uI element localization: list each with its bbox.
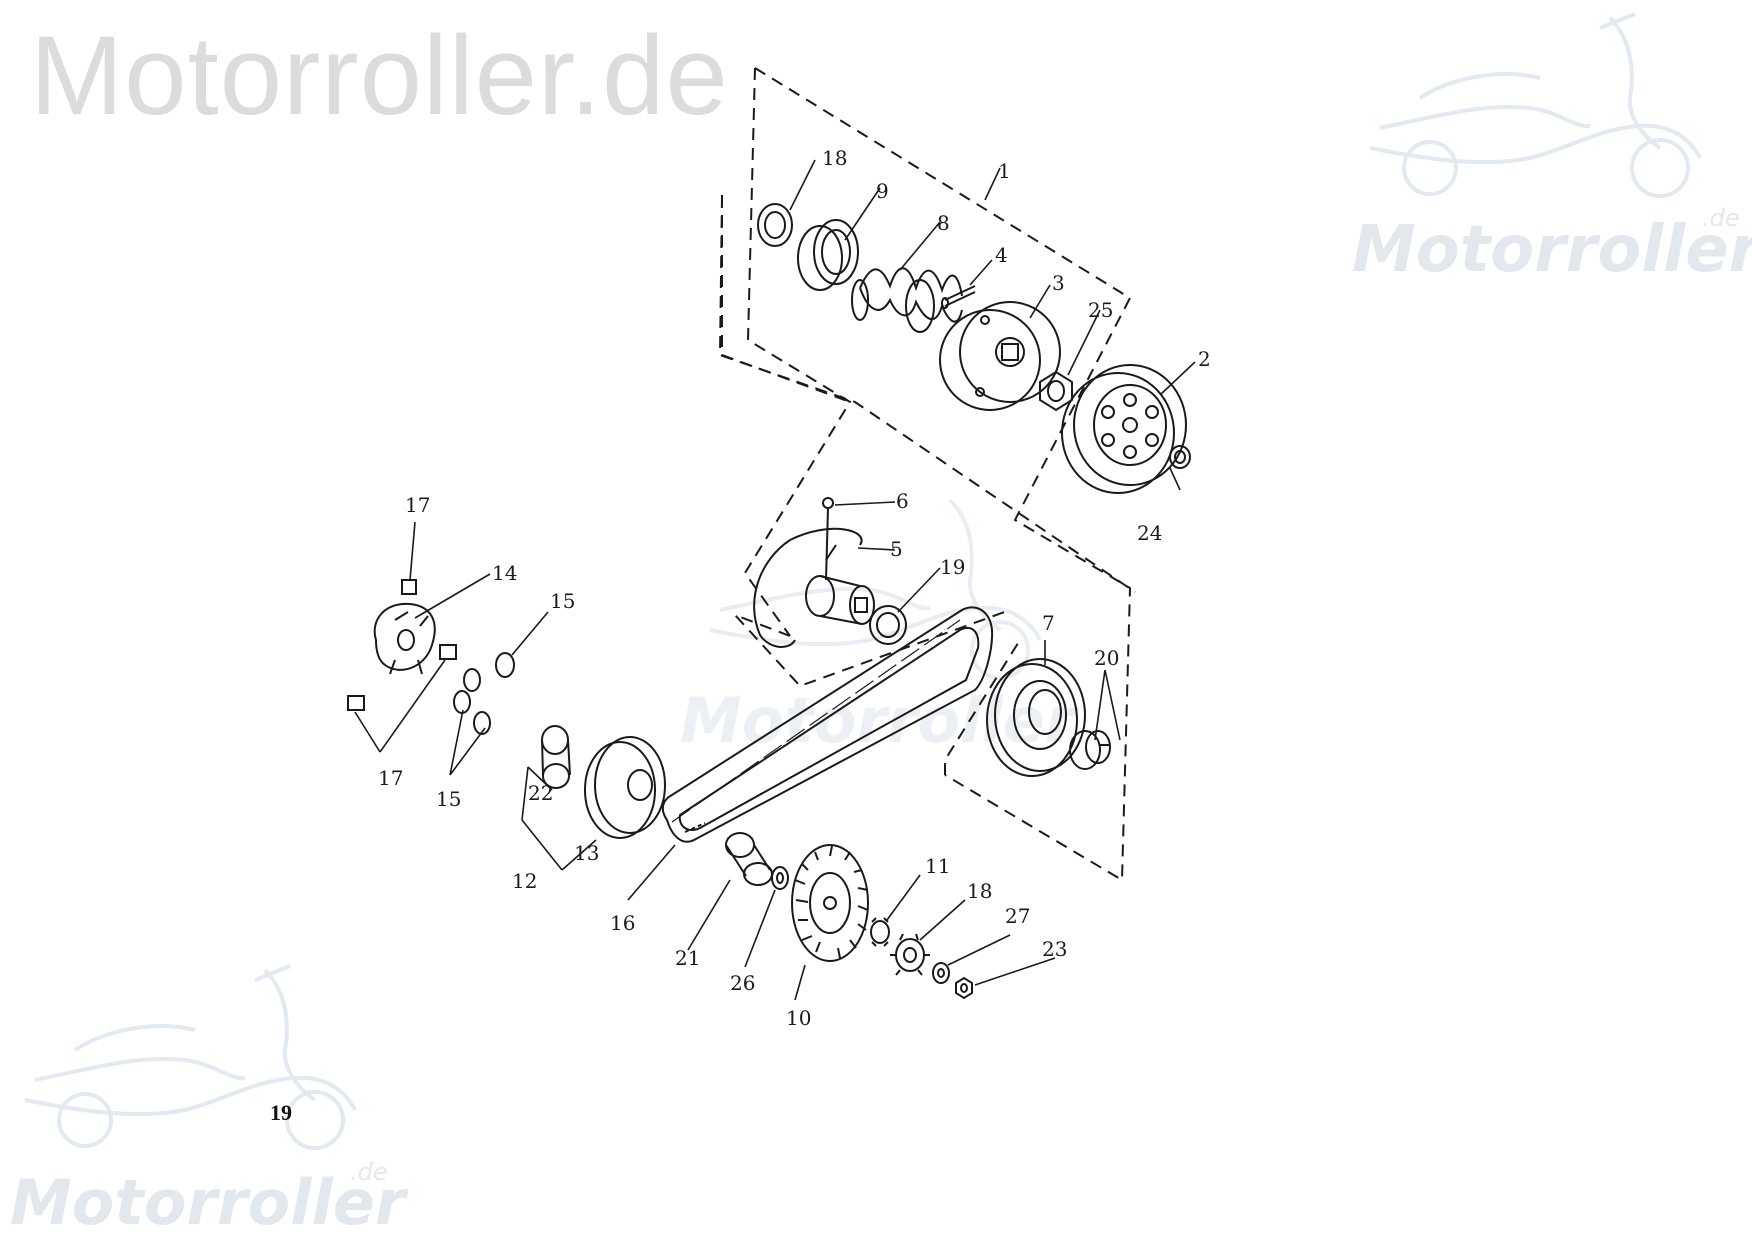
label-15-top: 15 [550,589,575,613]
part-nut-small [1169,445,1191,469]
label-26: 26 [730,971,755,995]
label-2: 2 [1198,347,1211,371]
part-nut-23 [955,976,973,1000]
label-4: 4 [995,243,1008,267]
label-15-bottom: 15 [436,787,461,811]
part-ramp-plate [373,602,436,675]
watermark-logo-text-top-right: Motorroller [1352,213,1752,287]
leader-lines [354,159,1196,1001]
watermark-text: Motorroller.de [30,13,729,138]
label-12: 12 [512,869,537,893]
label-19-callout: 19 [940,555,965,579]
part-collar-21 [725,832,773,886]
part-gear-nut-18 [890,933,930,976]
part-washer-27 [932,962,950,984]
label-10: 10 [786,1006,811,1030]
label-6: 6 [896,489,909,513]
watermark-logo-de-bottom-left: .de [350,1158,388,1186]
label-17-bottom: 17 [378,766,403,790]
right-lower-outline [944,639,1021,775]
watermark-logo-de-top-right: .de [1702,204,1740,232]
label-21: 21 [675,946,700,970]
label-14: 14 [492,561,517,585]
label-13: 13 [574,841,599,865]
part-labels: 18 1 9 8 4 3 25 2 24 6 5 19 7 20 17 14 1… [378,146,1211,1030]
label-23: 23 [1042,937,1067,961]
part-nut-large [1039,370,1073,412]
label-1: 1 [998,159,1011,183]
part-star-washer-11 [870,917,890,947]
part-clutch-shoe [939,301,1061,411]
part-spring [851,267,963,333]
label-24: 24 [1137,521,1162,545]
label-20: 20 [1094,646,1119,670]
driven-group-outline [718,195,1136,593]
label-18-bottom: 18 [967,879,992,903]
label-18-top: 18 [822,146,847,170]
part-bushing-22 [541,725,571,789]
label-5: 5 [890,537,903,561]
page-number: 19 [270,1100,292,1125]
label-27: 27 [1005,904,1030,928]
label-11: 11 [925,854,950,878]
part-spacer-20 [1069,730,1111,770]
clutch-assembly-outline [754,67,1132,882]
watermark-logo-bottom-left [24,964,357,1150]
label-25: 25 [1088,298,1113,322]
label-17-top: 17 [405,493,430,517]
watermark-logo-text-bottom-left: Motorroller [10,1166,406,1239]
part-pin [941,285,976,309]
part-driven-pulley [986,658,1086,777]
label-22: 22 [528,781,553,805]
label-8: 8 [937,211,950,235]
part-clutch-housing [1061,364,1187,494]
label-3: 3 [1052,271,1065,295]
part-bushing [797,219,859,291]
part-fan-drive-face [791,844,869,962]
drive-group-diagonal [722,195,850,402]
part-slider-17 [347,579,457,711]
label-16: 16 [610,911,635,935]
clutch-assembly-outline-left [743,67,852,637]
part-washer-26 [771,866,789,890]
watermark-logo-top-right [1369,12,1702,198]
label-7: 7 [1042,611,1055,635]
part-bearing [869,605,907,645]
part-driven-fixed-plate [753,497,875,648]
part-washer-top [757,203,793,247]
lower-outline [734,609,1011,688]
part-movable-drive-face [584,736,666,839]
label-9: 9 [876,179,889,203]
part-rollers-15 [453,652,515,735]
part-drive-belt [661,606,994,843]
